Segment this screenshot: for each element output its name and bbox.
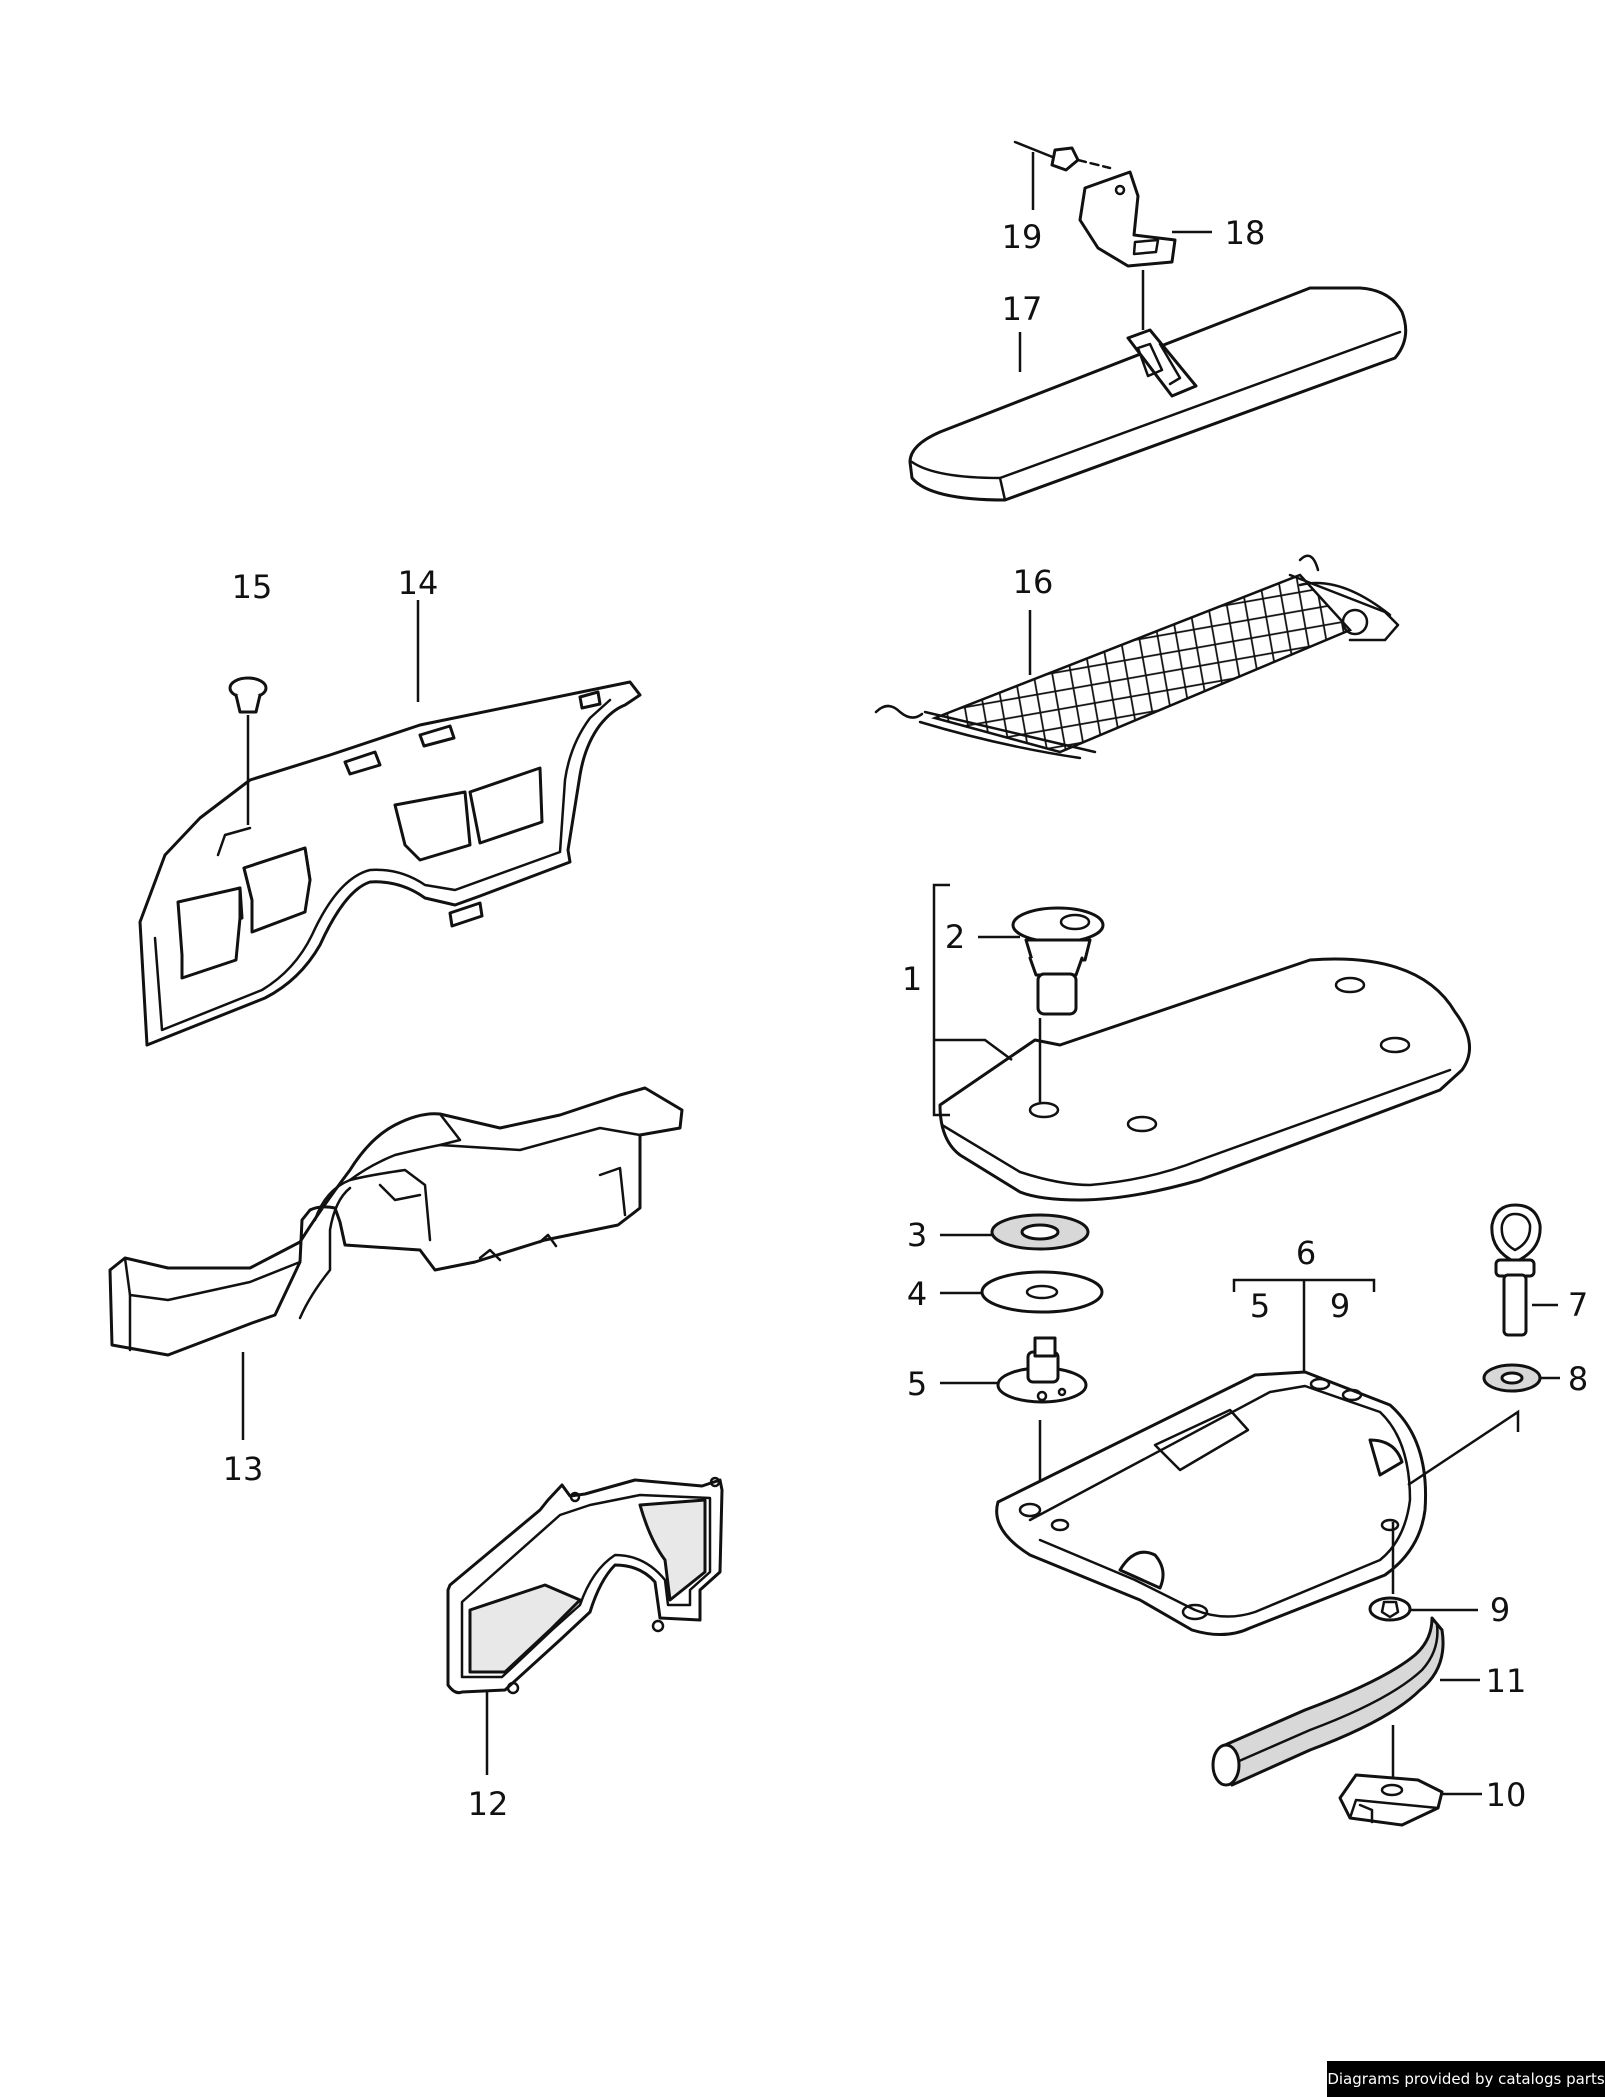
callout-5: 5 <box>907 1365 927 1403</box>
part-6-tray <box>995 1370 1428 1636</box>
part-9-clip <box>1368 1596 1412 1622</box>
part-5-stud <box>996 1336 1088 1404</box>
part-13-side-panel <box>108 1086 684 1357</box>
callout-7: 7 <box>1568 1286 1588 1324</box>
part-2-fastener <box>1011 906 1105 1016</box>
provider-watermark: Diagrams provided by catalogs parts <box>1327 2061 1605 2097</box>
callout-6: 6 <box>1296 1234 1316 1272</box>
callout-9: 9 <box>1490 1591 1510 1629</box>
part-1-floor-cover <box>938 957 1472 1202</box>
callout-19: 19 <box>1002 218 1043 256</box>
callout-17: 17 <box>1002 290 1043 328</box>
callout-8: 8 <box>1568 1360 1588 1398</box>
part-6-bracket <box>1232 1278 1376 1372</box>
callout-13: 13 <box>223 1450 264 1488</box>
part-3-washer <box>990 1213 1090 1251</box>
callout-10: 10 <box>1486 1776 1527 1814</box>
part-7-eye <box>1490 1203 1542 1337</box>
part-12-lining <box>446 1476 724 1695</box>
callout-16: 16 <box>1013 563 1054 601</box>
callout-12: 12 <box>468 1785 509 1823</box>
callout-15: 15 <box>232 568 273 606</box>
callout-18: 18 <box>1225 214 1266 252</box>
callout-6-sub-5: 5 <box>1250 1287 1270 1325</box>
part-17-cover <box>908 286 1408 502</box>
part-16-net <box>874 554 1400 760</box>
part-19-pin <box>1013 140 1112 172</box>
part-10-nut <box>1338 1773 1444 1827</box>
part-11-seal <box>1211 1616 1445 1787</box>
callout-6-sub-9: 9 <box>1330 1287 1350 1325</box>
part-14-trim-panel <box>138 680 642 1047</box>
part-8-washer <box>1482 1363 1542 1393</box>
part-18-bracket <box>1078 170 1177 268</box>
part-4-washer <box>980 1270 1104 1314</box>
callout-4: 4 <box>907 1275 927 1313</box>
part-8-leader <box>1407 1409 1520 1487</box>
callout-3: 3 <box>907 1216 927 1254</box>
callout-2: 2 <box>945 918 965 956</box>
callout-1: 1 <box>902 960 922 998</box>
callout-14: 14 <box>398 564 439 602</box>
part-15-clip <box>228 676 268 714</box>
part-1-bracket <box>932 883 1013 1117</box>
callout-11: 11 <box>1486 1662 1527 1700</box>
